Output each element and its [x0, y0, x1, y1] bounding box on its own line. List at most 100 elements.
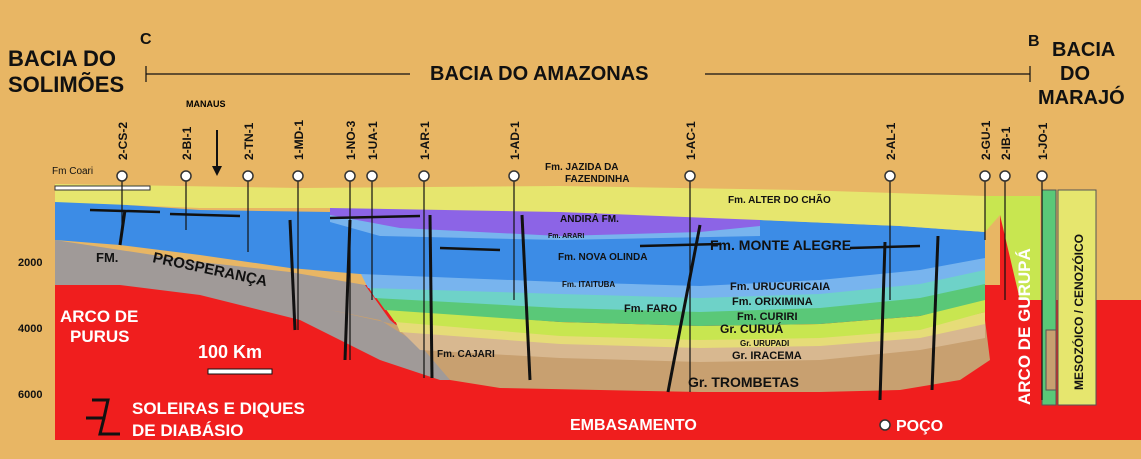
well-symbol-5 [344, 170, 356, 182]
itaituba-layer [360, 256, 985, 298]
sill-5 [639, 242, 721, 248]
right-section-letter: B [1028, 33, 1040, 50]
sill-2 [169, 212, 241, 218]
town-label: MANAUS [186, 99, 226, 109]
curiri-label: Fm. CURIRI [737, 311, 798, 323]
iracema-layer [400, 322, 985, 362]
well-lines [121, 176, 1043, 400]
alter-label: Fm. ALTER DO CHÃO [728, 193, 831, 206]
well-label: 2-TN-1 [242, 122, 256, 160]
sill-legend-line-2: DE DIABÁSIO [132, 421, 243, 440]
arco-gurupa-label: ARCO DE GURUPÁ [1015, 248, 1034, 405]
mesozoic-label: MESOZÓICO / CENOZÓICO [1071, 234, 1086, 390]
arco-purus-label-2: PURUS [70, 327, 130, 346]
arari-label: Fm. ARARI [548, 233, 584, 240]
fault-2 [288, 219, 297, 331]
well-symbol-4 [292, 170, 304, 182]
well-labels: 2-CS-2 2-BI-1 2-TN-1 1-MD-1 1-NO-3 1-UA-… [116, 120, 1050, 160]
sill-legend-line-1: SOLEIRAS E DIQUES [132, 399, 305, 418]
center-basin-title: BACIA DO AMAZONAS [430, 63, 649, 85]
gurupa-column-b [1045, 329, 1057, 391]
well-legend-label: POÇO [896, 418, 943, 435]
well-symbol-7 [418, 170, 430, 182]
monte-alegre-label: Fm. MONTE ALEGRE [710, 237, 851, 253]
left-basin-line-2: SOLIMÕES [8, 72, 124, 97]
urucuricaia-label: Fm. URUCURICAIA [730, 281, 830, 293]
fault-3 [343, 219, 352, 361]
well-symbol-11 [979, 170, 991, 182]
sill-legend-icon [86, 398, 120, 436]
coari-layer [54, 185, 151, 191]
fault-5 [520, 214, 532, 381]
well-label: 2-CS-2 [116, 122, 130, 160]
alter-do-chao-layer [55, 184, 985, 232]
well-legend-icon [879, 419, 891, 431]
oriximina-layer [368, 268, 985, 312]
fault-6 [666, 224, 702, 393]
basement-labels: ARCO DE PURUS EMBASAMENTO ARCO DE GURUPÁ [60, 248, 1034, 434]
well-symbol-12 [999, 170, 1011, 182]
sill-6 [849, 244, 921, 250]
well-symbol-3 [242, 170, 254, 182]
embasamento-label: EMBASAMENTO [570, 417, 697, 434]
left-basin-line-1: BACIA DO [8, 46, 116, 71]
well-label: 2-GU-1 [979, 120, 993, 160]
urupadi-layer [395, 312, 985, 348]
well-symbol-13 [1036, 170, 1048, 182]
scale-label: 100 Km [198, 342, 262, 362]
coari-label: Fm Coari [52, 166, 93, 177]
sill-4 [439, 246, 501, 252]
cajari-label: Fm. CAJARI [437, 349, 495, 360]
sill-legend-stroke-2 [98, 417, 120, 436]
well-label: 1-NO-3 [344, 120, 358, 160]
well-symbol-9 [684, 170, 696, 182]
right-basin-line-2: DO [1060, 63, 1090, 85]
sill-1 [89, 208, 161, 214]
well-symbol-8 [508, 170, 520, 182]
depth-axis: 2000 4000 6000 [18, 257, 42, 401]
well-symbol-10 [884, 170, 896, 182]
well-label: 1-AR-1 [418, 121, 432, 160]
faro-label: Fm. FARO [624, 303, 678, 315]
well-label: 1-AD-1 [508, 121, 522, 160]
trombetas-label: Gr. TROMBETAS [688, 374, 799, 390]
curua-layer [385, 298, 985, 340]
jazida-label-2: FAZENDINHA [565, 174, 629, 185]
manaus-arrow-head [212, 166, 222, 176]
well-label: 2-IB-1 [999, 126, 1013, 160]
well-label: 2-BI-1 [180, 126, 194, 160]
fault-8 [930, 235, 940, 391]
right-basin-line-1: BACIA [1052, 39, 1115, 61]
sill-legend-stroke-1 [86, 398, 110, 420]
faults [118, 209, 940, 401]
well-label: 2-AL-1 [884, 122, 898, 160]
iracema-label: Gr. IRACEMA [732, 350, 802, 362]
right-basin-line-3: MARAJÓ [1038, 85, 1125, 109]
well-label: 1-AC-1 [684, 121, 698, 160]
itaituba-label: Fm. ITAITUBA [562, 280, 615, 289]
jazida-label-1: Fm. JAZIDA DA [545, 162, 619, 173]
prosperanca-layer [55, 240, 450, 380]
left-section-letter: C [140, 31, 152, 48]
sill-3 [329, 214, 421, 220]
well-label: 1-UA-1 [366, 121, 380, 160]
well-symbol-2 [180, 170, 192, 182]
prosperanca-fm-label: FM. [96, 250, 118, 265]
mesozoic-column [1057, 189, 1097, 406]
well-symbols [116, 170, 1048, 182]
scale-bar [207, 368, 273, 375]
well-symbol-6 [366, 170, 378, 182]
gurupa-sediments [985, 196, 1040, 300]
well-label: 1-MD-1 [292, 120, 306, 160]
sills [89, 208, 921, 252]
depth-tick-label: 6000 [18, 389, 42, 401]
curua-label: Gr. CURUÁ [720, 321, 784, 336]
nova-olinda-label: Fm. NOVA OLINDA [558, 252, 647, 263]
oriximina-label: Fm. ORIXIMINA [732, 296, 813, 308]
fault-4 [428, 214, 434, 379]
well-symbol-1 [116, 170, 128, 182]
well-label: 1-JO-1 [1036, 122, 1050, 160]
urupadi-label: Gr. URUPADI [740, 339, 789, 348]
arco-purus-label-1: ARCO DE [60, 307, 138, 326]
